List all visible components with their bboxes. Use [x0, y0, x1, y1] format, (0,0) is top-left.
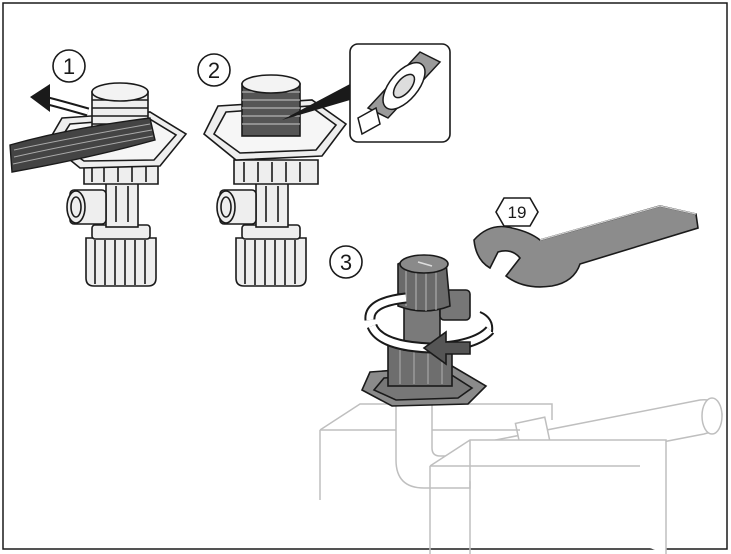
open-end-wrench-icon — [473, 205, 699, 288]
step2-label: 2 — [208, 58, 220, 83]
wrap-direction-arrow-icon — [30, 84, 90, 117]
push-direction-arrow-icon — [422, 330, 471, 366]
tape-strip-icon — [9, 117, 156, 173]
step1-label: 1 — [63, 54, 75, 79]
step3-label: 3 — [340, 250, 352, 275]
step2-valve-illustration — [202, 74, 348, 287]
step3-number-badge: 3 — [329, 245, 363, 279]
tape-roll-icon — [357, 51, 442, 136]
wrench-size-label: 19 — [508, 203, 527, 222]
tape-roll-callout — [282, 43, 451, 143]
step1-valve-illustration — [46, 82, 188, 287]
wrench-size-badge: 19 — [495, 197, 539, 227]
step2-number-badge: 2 — [197, 53, 231, 87]
step3-valve-illustration — [360, 254, 488, 407]
step1-number-badge: 1 — [52, 49, 86, 83]
pipes-and-furniture — [319, 397, 723, 554]
